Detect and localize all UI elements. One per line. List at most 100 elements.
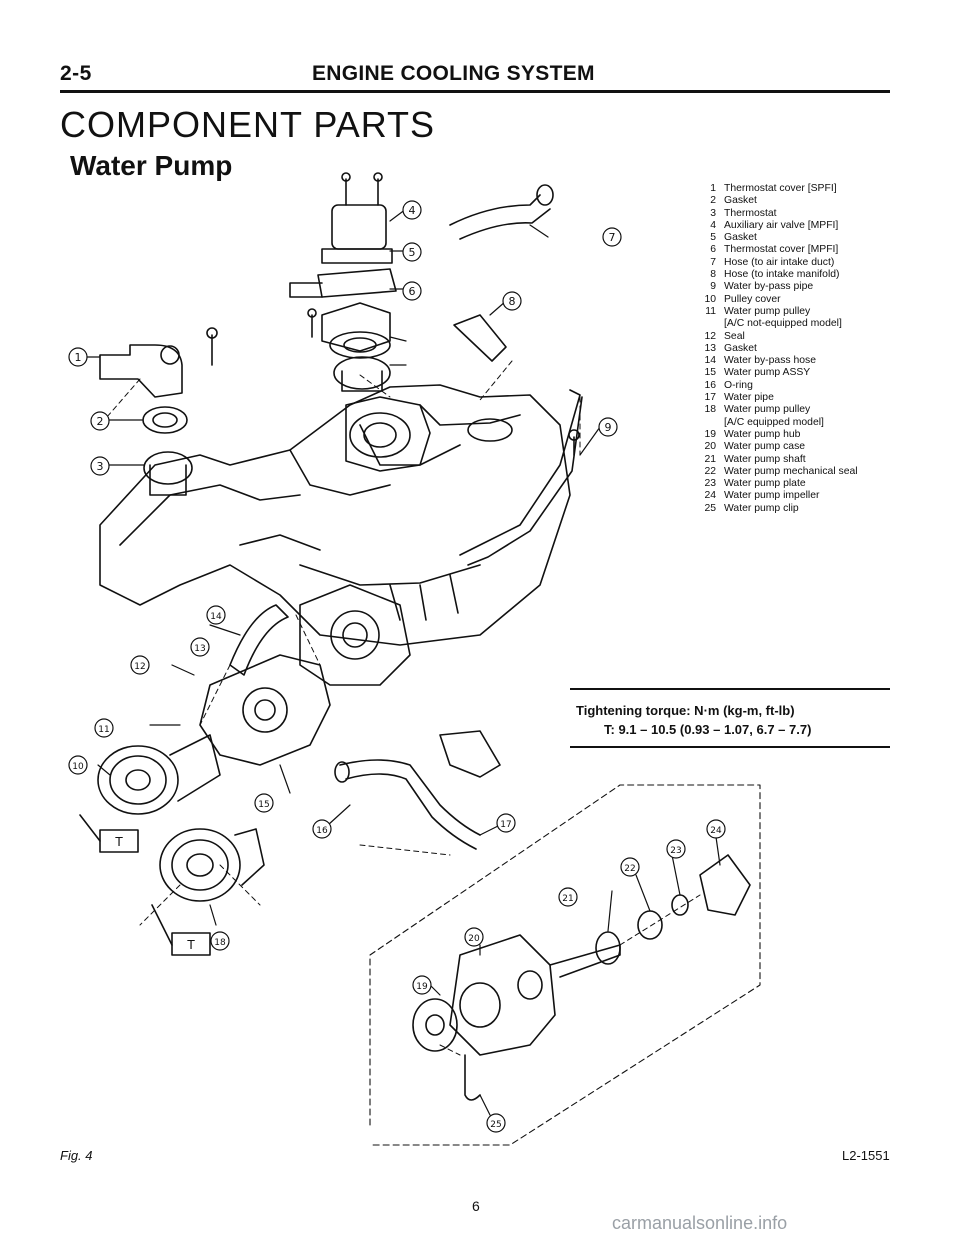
- callout-marker: 21: [558, 887, 578, 907]
- callout-marker: 14: [206, 605, 226, 625]
- figure-label: Fig. 4: [60, 1148, 93, 1163]
- part-number: 7: [710, 256, 716, 268]
- part-number: 12: [704, 330, 716, 342]
- callout-marker: 7: [602, 227, 622, 247]
- part-name: Pulley cover: [724, 293, 781, 305]
- part-name: Water pump plate: [724, 478, 806, 490]
- part-number: 17: [704, 392, 716, 404]
- callout-marker: 2: [90, 411, 110, 431]
- part-name: Seal: [724, 330, 745, 342]
- callout-number: 8: [509, 295, 516, 308]
- water-pump-mechanical-seal: [637, 910, 663, 940]
- water-pipe: [339, 759, 481, 850]
- callout-number: 25: [490, 1120, 501, 1130]
- callout-marker: 10: [68, 755, 88, 775]
- water-pump-clip: [464, 1054, 481, 1101]
- torque-value: T: 9.1 – 10.5 (0.93 – 1.07, 6.7 – 7.7): [604, 722, 812, 737]
- callout-circle: [620, 857, 640, 877]
- callout-marker: 15: [254, 793, 274, 813]
- part-number: 25: [704, 502, 716, 514]
- callout-circle: [206, 605, 226, 625]
- thermostat-cover-mpfi: [289, 172, 397, 392]
- callout-number: 21: [562, 894, 573, 904]
- part-number: 10: [704, 293, 716, 305]
- callout-marker: 4: [402, 200, 422, 220]
- callout-circle: [90, 456, 110, 476]
- part-name: Hose (to intake manifold): [724, 269, 840, 281]
- water-pump-pulley: [97, 734, 221, 815]
- callout-marker: 23: [666, 839, 686, 859]
- part-name: Water by-pass hose: [724, 355, 817, 367]
- part-number: 6: [710, 244, 716, 256]
- callout-circle: [486, 1113, 506, 1133]
- engine-block-outline: [99, 384, 571, 646]
- callout-marker: 19: [412, 975, 432, 995]
- callout-circle: [94, 718, 114, 738]
- callout-number: 19: [416, 982, 428, 992]
- callout-circle: [190, 637, 210, 657]
- part-number: 23: [704, 478, 716, 490]
- callout-circle: [402, 200, 422, 220]
- part-number: 13: [704, 342, 716, 354]
- callout-marker: 9: [598, 417, 618, 437]
- chapter-title: ENGINE COOLING SYSTEM: [312, 62, 595, 85]
- part-number: 22: [704, 465, 716, 477]
- hose-to-air-intake-duct: [449, 194, 551, 240]
- water-bypass-pipe: [459, 389, 583, 566]
- part-number: 4: [710, 219, 716, 231]
- part-name: Water pump pulley: [724, 305, 811, 317]
- callout-circle: [496, 813, 516, 833]
- water-pump-case: [449, 934, 556, 1056]
- water-pump-housing: [345, 396, 431, 472]
- parts-list-item: 12 Seal: [700, 331, 858, 343]
- part-number: 16: [704, 379, 716, 391]
- part-number: 11: [705, 305, 716, 317]
- part-name: Gasket: [724, 195, 757, 207]
- callout-marker: 25: [486, 1113, 506, 1133]
- callout-number: 9: [605, 421, 612, 434]
- callout-marker: 13: [190, 637, 210, 657]
- callout-marker: 5: [402, 242, 422, 262]
- parts-list-item: 23 Water pump plate: [700, 478, 858, 490]
- callout-circle: [402, 242, 422, 262]
- callout-number: 5: [409, 246, 416, 259]
- part-number: 8: [710, 269, 716, 281]
- callout-marker: 20: [464, 927, 484, 947]
- callout-circle: [412, 975, 432, 995]
- part-name: Water pump case: [724, 441, 806, 453]
- torque-spec: Tightening torque: N·m (kg-m, ft-lb) T: …: [570, 688, 890, 748]
- figure-code: L2-1551: [842, 1148, 890, 1163]
- callout-marker: 22: [620, 857, 640, 877]
- callout-number: 13: [194, 644, 205, 654]
- callout-number: 1: [75, 351, 82, 364]
- section-title: COMPONENT PARTS: [60, 104, 436, 145]
- callout-circle: [602, 227, 622, 247]
- callout-marker: 6: [402, 281, 422, 301]
- callout-circle: [210, 931, 230, 951]
- part-note: [A/C equipped model]: [724, 416, 824, 428]
- subsection-title: Water Pump: [70, 150, 233, 181]
- water-pump-impeller: [699, 854, 751, 916]
- water-pump-pulley-ac: [159, 828, 265, 902]
- callout-circle: [68, 347, 88, 367]
- part-name: Water by-pass pipe: [724, 281, 814, 293]
- callout-circle: [312, 819, 332, 839]
- callout-number: 23: [670, 846, 681, 856]
- callout-circle: [254, 793, 274, 813]
- callout-number: 10: [72, 762, 84, 772]
- part-name: Water pump ASSY: [724, 367, 811, 379]
- torque-mark-label: T: [114, 835, 123, 849]
- callout-number: 17: [500, 820, 511, 830]
- part-number: 1: [710, 183, 716, 194]
- callout-number: 3: [97, 460, 104, 473]
